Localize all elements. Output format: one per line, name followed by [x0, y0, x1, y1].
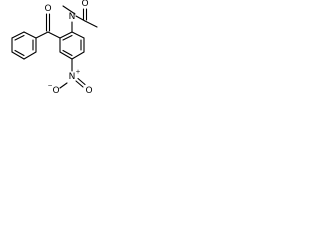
- ring-double-bond-inner-3: [62, 49, 73, 57]
- nitro-nitrogen-positive-charge: +: [75, 69, 80, 76]
- ring-double-bond-inner-1: [62, 34, 73, 41]
- nitro-oxygen-negative-charge: −: [47, 83, 52, 90]
- phenyl-bond-4: [23, 51, 37, 60]
- ring-bond-2: [71, 31, 85, 39]
- nitro-oxygen-left-label: O: [52, 86, 59, 96]
- ring-bond-5: [59, 51, 73, 60]
- nitro-nitrogen-label: N: [69, 72, 76, 82]
- nitro-double-bond-a: [75, 80, 84, 88]
- acyl-methyl-bond: [84, 20, 98, 28]
- phenyl-to-carbonyl-bond: [35, 31, 49, 39]
- carbonyl-oxygen-label: O: [44, 4, 51, 14]
- ketone-group: [35, 13, 61, 39]
- central-benzene-ring: [59, 31, 85, 60]
- phenyl-bond-2: [23, 31, 37, 39]
- amide-nitrogen-label: N: [69, 12, 76, 22]
- phenyl-bond-1: [11, 31, 25, 39]
- chemical-structure-diagram: O N O N + O − O: [11, 0, 98, 96]
- phenyl-double-bond-inner-3: [14, 49, 25, 57]
- acetyl-oxygen-label: O: [81, 0, 88, 9]
- nitro-double-bond-b: [77, 77, 86, 86]
- n-methylacetamide-group: [62, 5, 98, 33]
- phenyl-bond-5: [11, 51, 25, 60]
- carbonyl-to-ring-bond: [47, 31, 61, 39]
- n-methyl-bond: [62, 5, 76, 15]
- phenyl-double-bond-inner-1: [14, 34, 25, 41]
- nitro-oxygen-right-label: O: [85, 86, 92, 96]
- ring-bond-4: [71, 51, 85, 60]
- ring-bond-1: [59, 31, 73, 39]
- nitro-n-to-o-left-bond: [59, 82, 68, 89]
- nitro-group: [59, 58, 86, 89]
- benzoyl-phenyl-ring: [11, 31, 37, 60]
